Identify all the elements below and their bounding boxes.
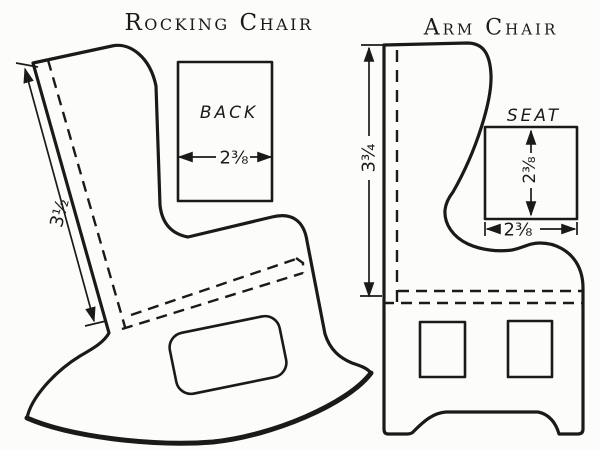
arm-chair-outline xyxy=(382,41,585,436)
arm-cutout-left xyxy=(418,320,467,379)
rocking-seat-dashed-lower xyxy=(121,271,304,331)
arm-cutout-right xyxy=(506,319,554,379)
back-width-dim-label: 2⅜ xyxy=(220,148,249,169)
seat-depth-dim-label: 2⅜ xyxy=(520,156,540,183)
back-piece-label: BACK xyxy=(200,103,258,123)
rocking-side-dim-tick-top xyxy=(15,62,39,68)
rocker-bottom-stroke xyxy=(24,370,374,446)
seat-width-dim-label: 2⅜ xyxy=(504,220,533,241)
rocking-chair-figure: Rocking Chair 3½ BACK 2⅜ xyxy=(15,10,374,446)
rocking-side-dim-tick-bottom xyxy=(84,320,107,327)
arm-chair-title: Arm Chair xyxy=(423,16,559,41)
arm-chair-figure: Arm Chair 3¾ SEAT 2⅜ 2⅜ xyxy=(359,16,585,436)
rocking-chair-title: Rocking Chair xyxy=(124,10,313,36)
rocking-seat-dashed-connector xyxy=(295,257,305,273)
seat-piece-label: SEAT xyxy=(507,106,561,126)
arm-side-dim-label: 3¾ xyxy=(359,144,380,173)
rocking-slot-cutout xyxy=(168,314,288,396)
rocking-seat-dashed-upper xyxy=(130,257,297,317)
seat-piece-rect xyxy=(483,125,579,221)
back-piece-rect xyxy=(176,60,274,203)
rocking-side-dim-line xyxy=(23,67,96,323)
